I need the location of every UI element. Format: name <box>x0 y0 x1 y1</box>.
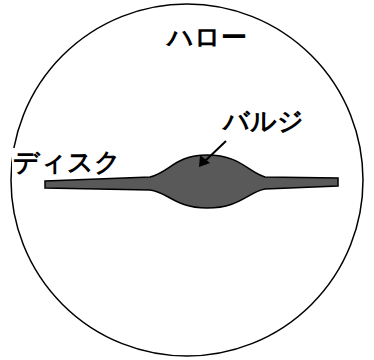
halo-label: ハロー <box>167 23 247 52</box>
disk-label: ディスク <box>12 148 122 177</box>
leader-line <box>204 141 226 162</box>
halo-circle-line <box>11 4 363 356</box>
halo-circle: ハロー <box>10 3 364 357</box>
arrowhead <box>199 155 210 167</box>
bulge-label: バルジ <box>222 107 305 136</box>
halo-outline <box>10 3 364 357</box>
